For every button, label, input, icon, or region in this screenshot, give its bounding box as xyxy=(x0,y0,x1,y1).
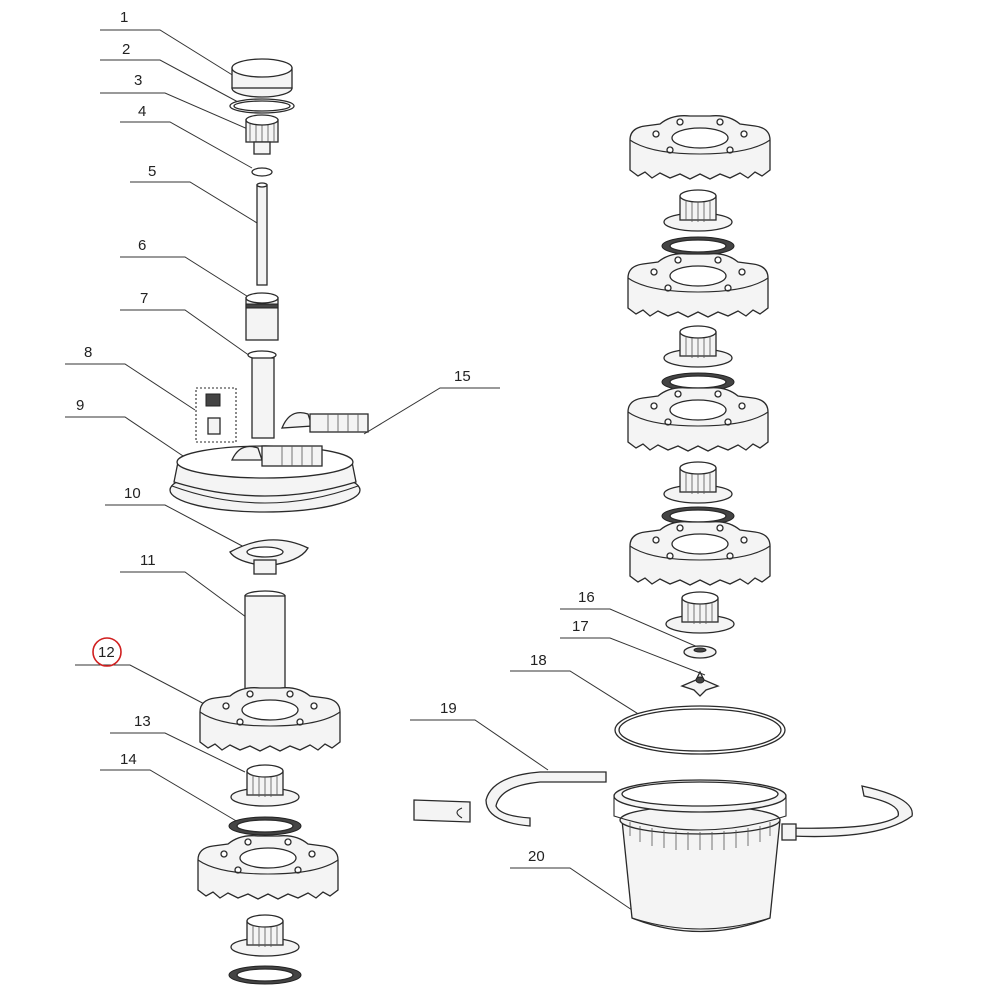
callout-labels: 1 2 3 4 5 6 7 8 9 10 11 12 13 14 15 16 1… xyxy=(76,9,595,865)
callout-11: 11 xyxy=(140,552,156,569)
part-gear-plate-12 xyxy=(199,687,341,752)
part-spider-r4 xyxy=(665,591,735,634)
callout-16: 16 xyxy=(578,589,595,606)
callout-9: 9 xyxy=(76,397,84,414)
part-gear-plate-r3 xyxy=(627,387,769,452)
callout-10: 10 xyxy=(124,485,141,502)
callout-18: 18 xyxy=(530,652,547,669)
part-gear-plate-r2 xyxy=(627,253,769,318)
part-washer-r1 xyxy=(661,236,735,256)
leader-lines-right xyxy=(410,608,706,911)
callout-6: 6 xyxy=(138,237,146,254)
part-gear-plate-r4 xyxy=(629,521,771,586)
callout-14: 14 xyxy=(120,751,137,768)
part-clamp-19 xyxy=(413,771,913,841)
part-valve-sleeve xyxy=(245,292,279,341)
callout-8: 8 xyxy=(84,344,92,361)
part-diffuser-plate xyxy=(229,539,309,575)
part-o-ring-top xyxy=(229,98,295,114)
part-drain-fitting xyxy=(195,387,237,443)
part-spider-r1 xyxy=(663,189,733,232)
leader-lines-left xyxy=(65,29,500,823)
callout-13: 13 xyxy=(134,713,151,730)
callout-20: 20 xyxy=(528,848,545,865)
part-canister-20 xyxy=(613,779,787,933)
part-bushing-16 xyxy=(683,645,717,659)
callout-5: 5 xyxy=(148,163,156,180)
callout-12-highlight-circle xyxy=(92,637,122,667)
callout-17: 17 xyxy=(572,618,589,635)
part-gear-plate-lower xyxy=(197,835,339,900)
callout-15: 15 xyxy=(454,368,471,385)
part-center-tube xyxy=(247,350,277,439)
part-gear-plate-r1 xyxy=(629,115,771,180)
part-washer-14 xyxy=(228,816,302,836)
part-spider-lower xyxy=(230,914,300,957)
part-washer-lower xyxy=(228,965,302,985)
part-shaft xyxy=(256,182,268,286)
part-small-o-ring xyxy=(251,167,273,177)
part-impeller-17 xyxy=(680,670,720,697)
callout-7: 7 xyxy=(140,290,148,307)
part-cap xyxy=(231,58,293,98)
callout-2: 2 xyxy=(122,41,130,58)
part-hose-connectors xyxy=(230,411,369,467)
callout-1: 1 xyxy=(120,9,128,26)
callout-4: 4 xyxy=(138,103,146,120)
part-spider-r3 xyxy=(663,461,733,504)
callout-19: 19 xyxy=(440,700,457,717)
part-o-ring-18 xyxy=(614,705,786,755)
callout-3: 3 xyxy=(134,72,142,89)
callout-12: 12 xyxy=(98,644,115,661)
part-gear-nut xyxy=(245,114,279,155)
part-spider-r2 xyxy=(663,325,733,368)
part-spider-13 xyxy=(230,764,300,807)
